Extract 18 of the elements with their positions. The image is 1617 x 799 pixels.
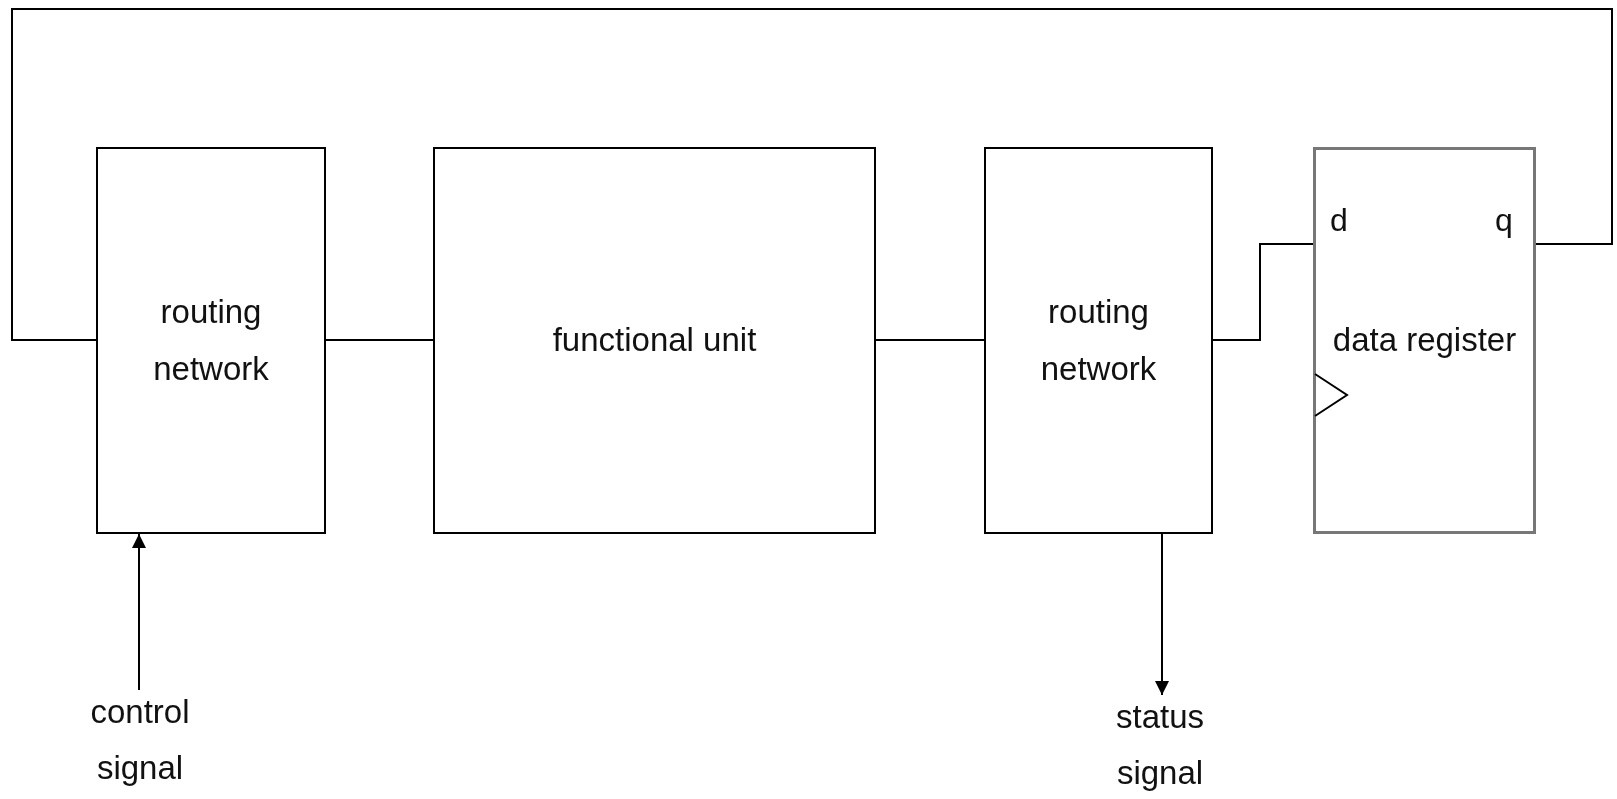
signal-label: status signal bbox=[1114, 696, 1205, 793]
connector-line bbox=[325, 339, 434, 341]
block-label: routing network bbox=[1039, 292, 1158, 389]
arrow bbox=[132, 533, 146, 691]
signal-label: control signal bbox=[89, 691, 191, 788]
block-box bbox=[984, 147, 1213, 534]
connector-line bbox=[875, 339, 985, 341]
block-box bbox=[96, 147, 326, 534]
block-label: data register bbox=[1331, 320, 1518, 361]
block-box bbox=[1313, 147, 1536, 534]
block-box bbox=[433, 147, 876, 534]
connector-line bbox=[11, 8, 1613, 341]
pin-label: d bbox=[1330, 202, 1348, 239]
block-label: functional unit bbox=[551, 320, 758, 361]
connector-line bbox=[1212, 243, 1314, 341]
block-label: routing network bbox=[152, 292, 270, 389]
arrow bbox=[1155, 533, 1169, 696]
pin-label: q bbox=[1495, 202, 1513, 239]
